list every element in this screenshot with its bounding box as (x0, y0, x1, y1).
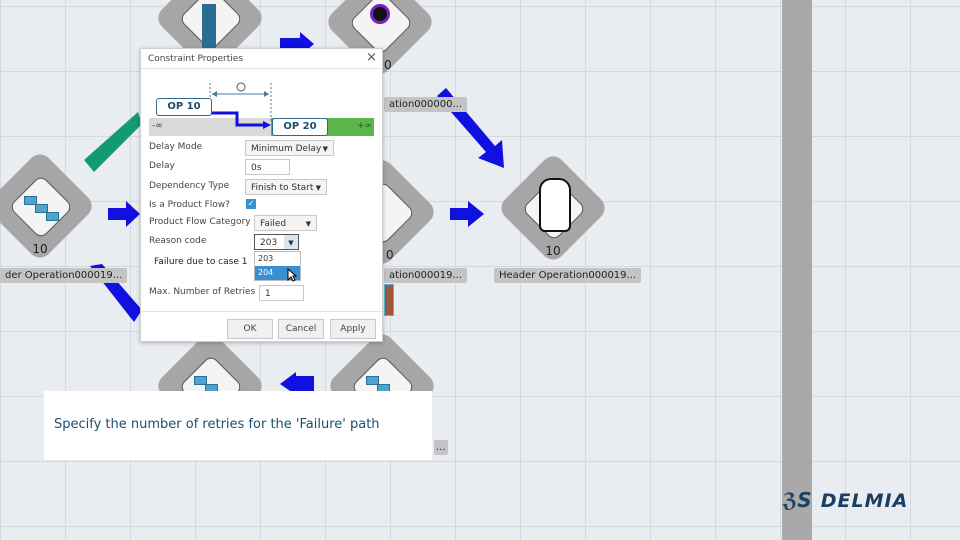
product-flow-checkbox[interactable]: ✓ (246, 199, 256, 209)
selected-link-marker (384, 284, 394, 316)
operation-node-center[interactable]: 0 (324, 154, 440, 270)
operation-node-top-left[interactable] (152, 0, 268, 76)
mouse-cursor-icon (287, 268, 297, 282)
robot-icon (202, 4, 216, 48)
option-203[interactable]: 203 (258, 254, 274, 263)
op-to-box: OP 20 (272, 118, 328, 136)
tool-icon (370, 4, 390, 24)
clock-icon (236, 82, 246, 92)
chevron-down-icon: ▼ (305, 220, 311, 228)
node-label: Header Operation000019... (494, 268, 642, 283)
delay-mode-label: Delay Mode (149, 142, 203, 152)
caption-text: Specify the number of retries for the 'F… (54, 417, 380, 432)
vehicle-icon (539, 178, 571, 232)
arrow-bottom (280, 372, 314, 395)
max-retries-input[interactable]: 1 (259, 285, 304, 301)
node-label: ... (434, 440, 448, 455)
steps-icon (24, 192, 59, 222)
chevron-down-icon: ▼ (322, 145, 328, 153)
chevron-down-icon: ▼ (315, 184, 321, 192)
delay-input[interactable]: 0s (245, 159, 290, 175)
3ds-logo-icon: ℨS (782, 488, 812, 512)
product-flow-category-select[interactable]: Failed▼ (254, 215, 317, 231)
dependency-type-label: Dependency Type (149, 181, 230, 191)
node-label: ation000000... (384, 97, 467, 112)
vertical-divider (782, 0, 812, 540)
dependency-type-select[interactable]: Finish to Start▼ (245, 179, 327, 195)
constraint-properties-dialog: Constraint Properties × -∞ +∞ OP 10 OP 2… (140, 48, 383, 342)
node-label: ation000019... (384, 268, 467, 283)
delay-mode-select[interactable]: Minimum Delay▼ (245, 140, 334, 156)
max-retries-label: Max. Number of Retries (149, 287, 256, 297)
op-from-box: OP 10 (156, 98, 212, 116)
product-flow-category-label: Product Flow Category (149, 217, 251, 227)
arrow-center-right (450, 201, 484, 227)
arrow-left-center (108, 201, 140, 227)
apply-button[interactable]: Apply (330, 319, 376, 339)
close-icon[interactable]: × (366, 50, 377, 65)
ok-button[interactable]: OK (227, 319, 273, 339)
cancel-button[interactable]: Cancel (278, 319, 324, 339)
operation-node-left[interactable]: 10 (0, 148, 98, 264)
connector-teal (84, 112, 142, 172)
reason-description: Failure due to case 1 (154, 257, 248, 267)
plus-infinity-label: +∞ (356, 121, 372, 131)
chevron-down-icon[interactable]: ▼ (284, 235, 298, 249)
tutorial-caption: Specify the number of retries for the 'F… (44, 391, 432, 460)
delay-label: Delay (149, 161, 175, 171)
operation-node-top-center[interactable]: 0 (322, 0, 438, 80)
reason-code-combobox[interactable]: 203▼ (254, 234, 299, 250)
dialog-title: Constraint Properties (148, 54, 244, 64)
product-flow-label: Is a Product Flow? (149, 200, 230, 210)
delay-indicator (209, 82, 272, 129)
reason-code-label: Reason code (149, 236, 207, 246)
delmia-logo: ℨS DELMIA (782, 488, 909, 512)
operation-node-right[interactable]: 10 (495, 150, 611, 266)
minus-infinity-label: -∞ (152, 121, 163, 131)
node-label: der Operation000019... (0, 268, 128, 283)
